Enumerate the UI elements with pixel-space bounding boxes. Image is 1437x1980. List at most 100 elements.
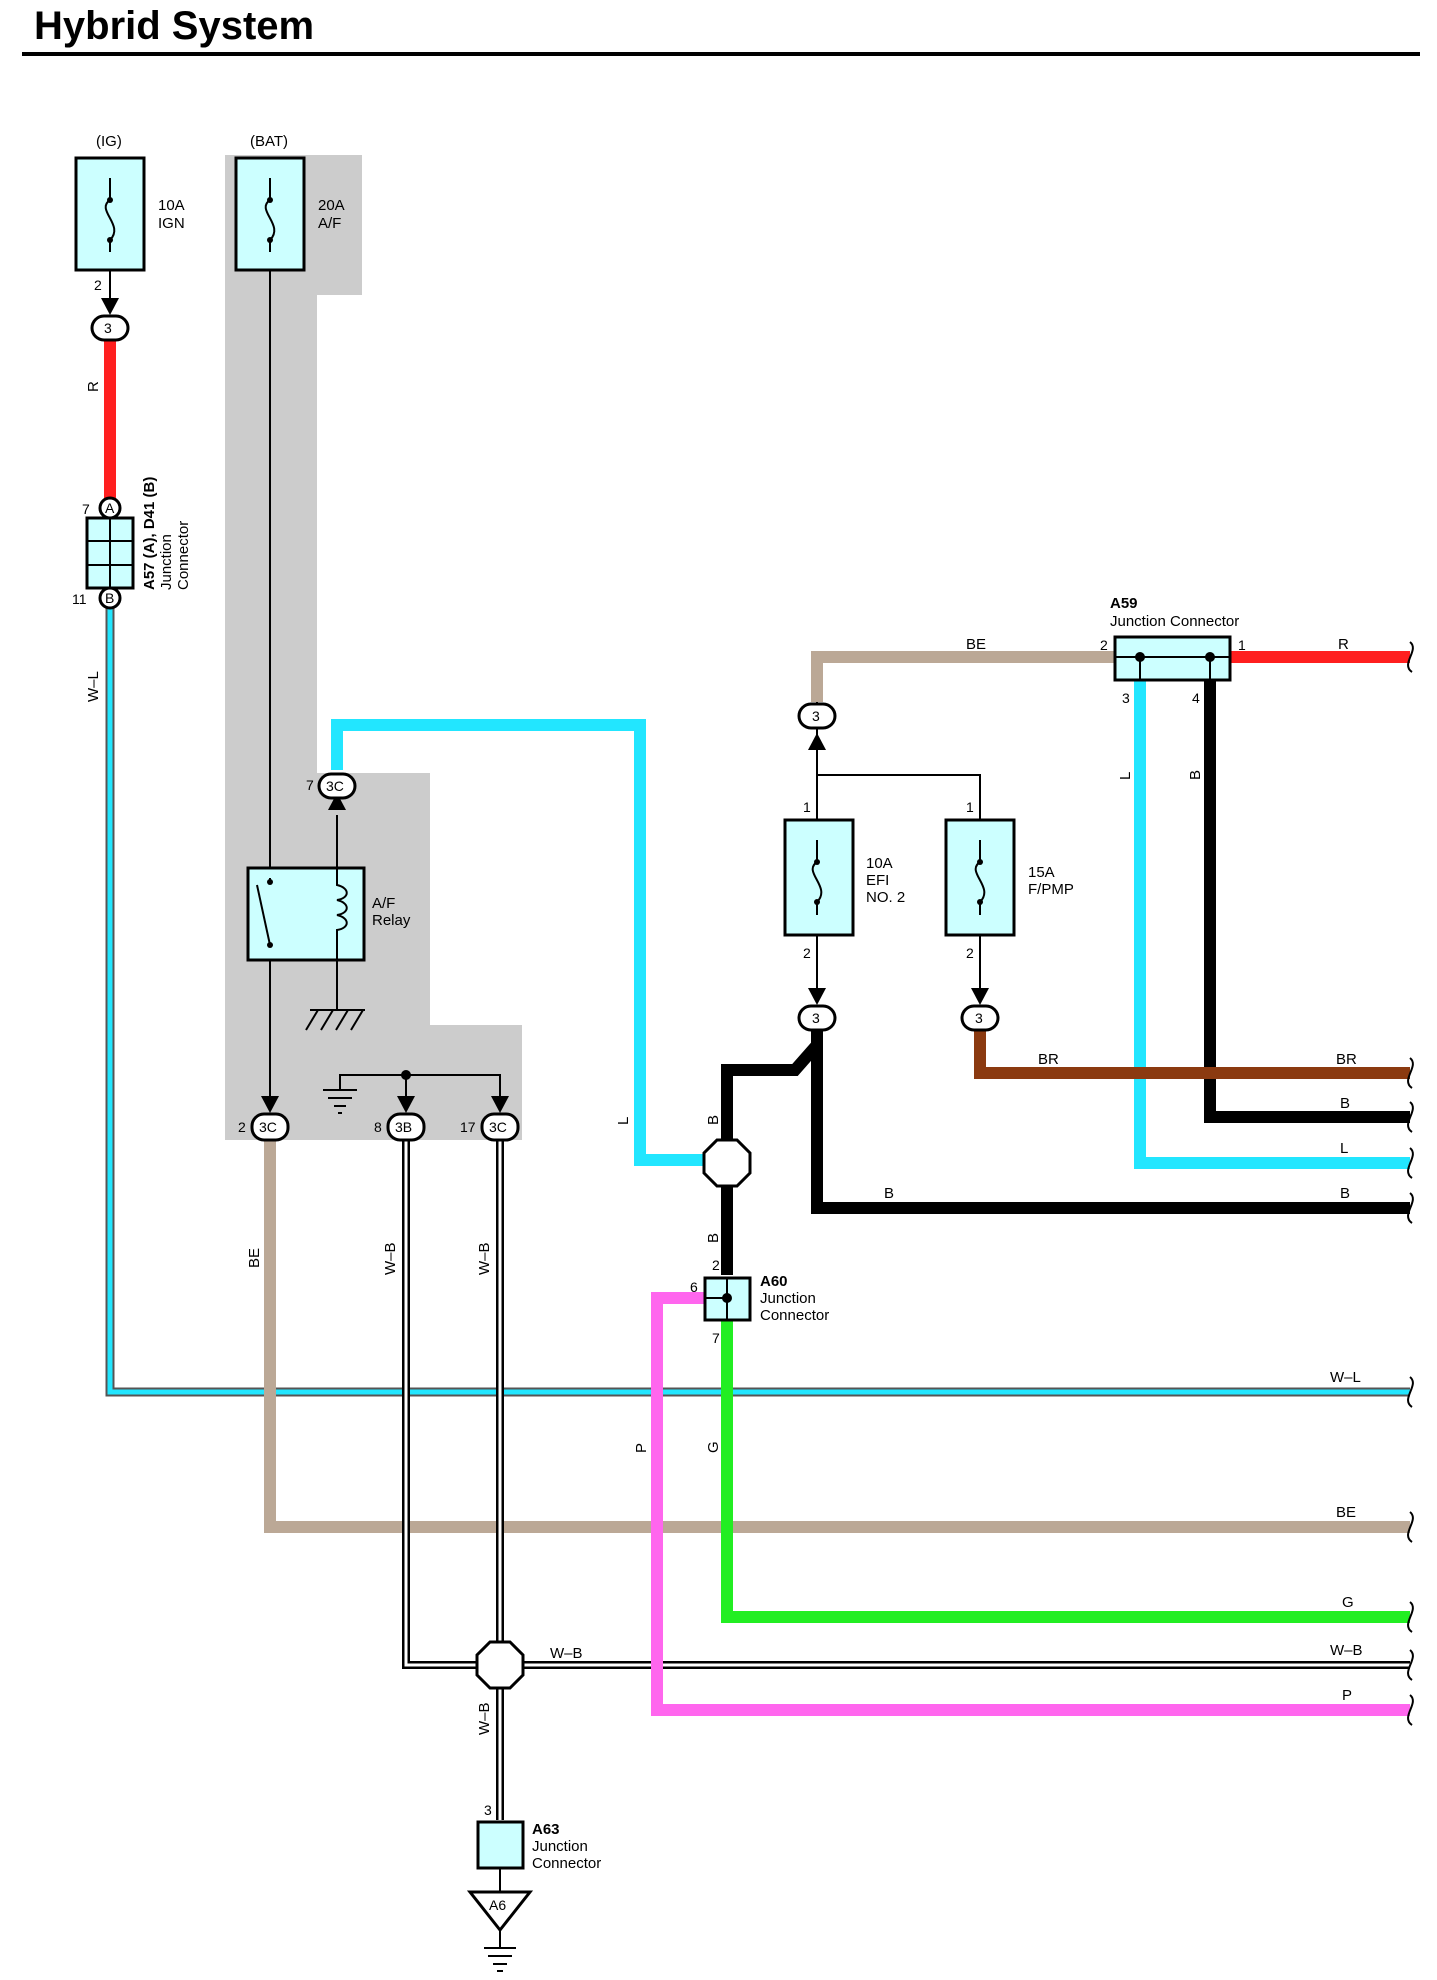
fuse-ign: 10A IGN xyxy=(74,156,185,272)
svg-text:2: 2 xyxy=(238,1119,246,1135)
fuse-fpmp-name: F/PMP xyxy=(1028,881,1074,898)
af-relay: A/F Relay xyxy=(246,866,411,962)
svg-text:G: G xyxy=(705,1441,722,1453)
wire-p xyxy=(651,1292,1410,1716)
wire-be-top xyxy=(811,651,1115,702)
fuse-af-amp: 20A xyxy=(318,197,345,214)
wire-be-bottom xyxy=(264,1140,1410,1533)
svg-text:R: R xyxy=(85,381,102,392)
svg-text:Junction: Junction xyxy=(158,534,175,590)
wire-l-relay xyxy=(331,719,710,1166)
svg-text:Connector: Connector xyxy=(760,1307,829,1324)
svg-text:A60: A60 xyxy=(760,1273,788,1290)
svg-text:17: 17 xyxy=(460,1119,476,1135)
svg-text:7: 7 xyxy=(712,1330,720,1346)
svg-text:7: 7 xyxy=(306,777,314,793)
svg-text:Junction: Junction xyxy=(760,1290,816,1307)
fpmp-pin-in: 1 xyxy=(966,799,974,815)
fuse-fpmp-amp: 15A xyxy=(1028,864,1055,881)
svg-text:R: R xyxy=(1338,636,1349,653)
wire-w-b xyxy=(402,1140,1410,1820)
svg-text:2: 2 xyxy=(712,1257,720,1273)
wire-b-efi xyxy=(811,1030,1410,1214)
relay-ground-icon xyxy=(305,960,365,1031)
svg-text:Junction: Junction xyxy=(532,1838,588,1855)
svg-text:A6: A6 xyxy=(489,1897,506,1913)
junction-a57-d41: A 7 B 11 A57 (A), D41 (B) Junction Conne… xyxy=(72,477,192,610)
svg-text:3: 3 xyxy=(1122,690,1130,706)
svg-text:BE: BE xyxy=(1336,1504,1356,1521)
connector-3c-17: 3C 17 xyxy=(460,1112,520,1142)
fuse-af-name: A/F xyxy=(318,215,341,232)
source-ig: (IG) xyxy=(96,133,122,150)
wire-g xyxy=(721,1320,1410,1623)
fpmp-pin-out: 2 xyxy=(966,945,974,961)
svg-text:11: 11 xyxy=(72,591,87,607)
junction-a63: 3 A63 Junction Connector xyxy=(476,1802,601,1892)
connector-relay-3c-7: 3C 7 xyxy=(306,772,357,800)
wire-br xyxy=(974,1025,1410,1079)
efi-pin-out: 2 xyxy=(803,945,811,961)
fuse-efi-amp: 10A xyxy=(866,855,893,872)
fuse-efi-name2: NO. 2 xyxy=(866,889,905,906)
arrowheads xyxy=(101,298,989,1113)
fuse-efi-no2: 1 2 10A EFI NO. 2 xyxy=(783,799,905,961)
svg-text:3: 3 xyxy=(484,1802,492,1818)
svg-text:BR: BR xyxy=(1336,1051,1357,1068)
svg-text:3C: 3C xyxy=(326,778,344,794)
connector-3b-8: 3B 8 xyxy=(374,1112,426,1142)
block-ground-icon xyxy=(323,1074,501,1114)
svg-text:A57 (A), D41 (B): A57 (A), D41 (B) xyxy=(141,477,158,590)
relay-name2: Relay xyxy=(372,912,411,929)
svg-text:7: 7 xyxy=(82,501,90,517)
svg-text:W–B: W–B xyxy=(550,1645,583,1662)
fuse-af: 20A A/F xyxy=(234,156,345,272)
svg-text:B: B xyxy=(884,1185,894,1202)
fuse-fpmp: 1 2 15A F/PMP xyxy=(944,799,1074,961)
svg-text:W–B: W–B xyxy=(382,1242,399,1275)
wire-end-breaks xyxy=(1407,641,1414,1726)
relay-name1: A/F xyxy=(372,895,395,912)
svg-text:8: 8 xyxy=(374,1119,382,1135)
svg-text:A63: A63 xyxy=(532,1821,560,1838)
svg-text:W–B: W–B xyxy=(476,1242,493,1275)
fuse-ign-name: IGN xyxy=(158,215,185,232)
svg-text:6: 6 xyxy=(690,1279,698,1295)
connector-ign-3: 3 2 xyxy=(90,277,130,342)
wire-b-a59 xyxy=(1204,680,1410,1123)
svg-text:3B: 3B xyxy=(395,1119,412,1135)
junction-a60: 2 6 7 A60 Junction Connector xyxy=(690,1257,829,1346)
splice-w-b xyxy=(475,1640,525,1690)
title-rule xyxy=(22,52,1420,56)
svg-text:B: B xyxy=(705,1233,722,1243)
fuse-efi-name1: EFI xyxy=(866,872,889,889)
splice-b-l xyxy=(702,1138,752,1188)
connector-fpmp-bottom-3: 3 xyxy=(960,1004,1000,1032)
svg-text:B: B xyxy=(105,590,114,606)
svg-text:Junction Connector: Junction Connector xyxy=(1110,613,1239,630)
svg-text:A59: A59 xyxy=(1110,595,1138,612)
page-title: Hybrid System xyxy=(34,4,315,48)
svg-text:Connector: Connector xyxy=(532,1855,601,1872)
svg-text:3: 3 xyxy=(975,1010,983,1026)
svg-text:BR: BR xyxy=(1038,1051,1059,1068)
svg-text:A: A xyxy=(105,500,115,516)
wire-l-a59 xyxy=(1134,680,1410,1169)
wire-w-l xyxy=(105,608,1410,1397)
junction-a59: A59 Junction Connector 2 1 3 4 xyxy=(1100,595,1246,706)
svg-text:BE: BE xyxy=(966,636,986,653)
svg-text:B: B xyxy=(1340,1095,1350,1112)
svg-text:W–L: W–L xyxy=(1330,1369,1361,1386)
svg-text:W–B: W–B xyxy=(476,1702,493,1735)
svg-text:2: 2 xyxy=(1100,637,1108,653)
connector-3c-2: 3C 2 xyxy=(238,1112,290,1142)
svg-text:3: 3 xyxy=(812,1010,820,1026)
svg-text:3: 3 xyxy=(812,708,820,724)
svg-text:3C: 3C xyxy=(489,1119,507,1135)
svg-text:B: B xyxy=(705,1115,722,1125)
connector-efi-top-3: 3 xyxy=(797,702,837,730)
svg-text:P: P xyxy=(633,1443,650,1453)
svg-text:P: P xyxy=(1342,1687,1352,1704)
svg-text:B: B xyxy=(1340,1185,1350,1202)
